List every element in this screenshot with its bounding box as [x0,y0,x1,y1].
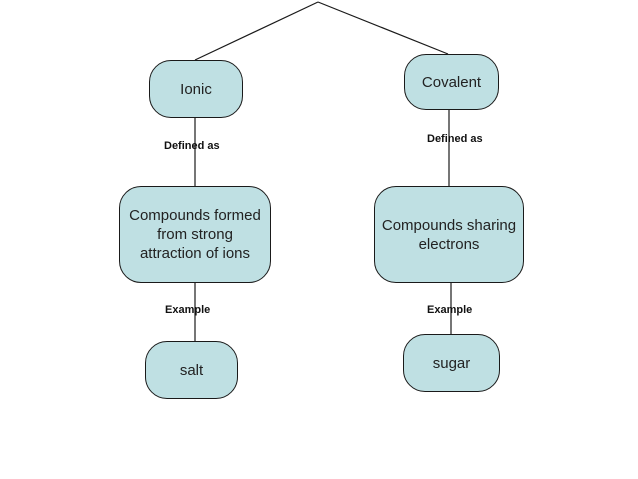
ionic-example-node: salt [145,341,238,399]
root-to-ionic-line [194,1,319,61]
covalent-definition-node: Compounds sharing electrons [374,186,524,283]
covalent-example-label: Example [427,304,473,316]
covalent-defined-as-label: Defined as [427,133,483,145]
covalent-example-node: sugar [403,334,500,392]
covalent-node: Covalent [404,54,499,110]
ionic-defined-as-label: Defined as [164,140,220,152]
ionic-definition-node: Compounds formed from strong attraction … [119,186,271,283]
ionic-example-label: Example [165,304,211,316]
root-to-covalent-line [317,1,449,55]
ionic-node: Ionic [149,60,243,118]
